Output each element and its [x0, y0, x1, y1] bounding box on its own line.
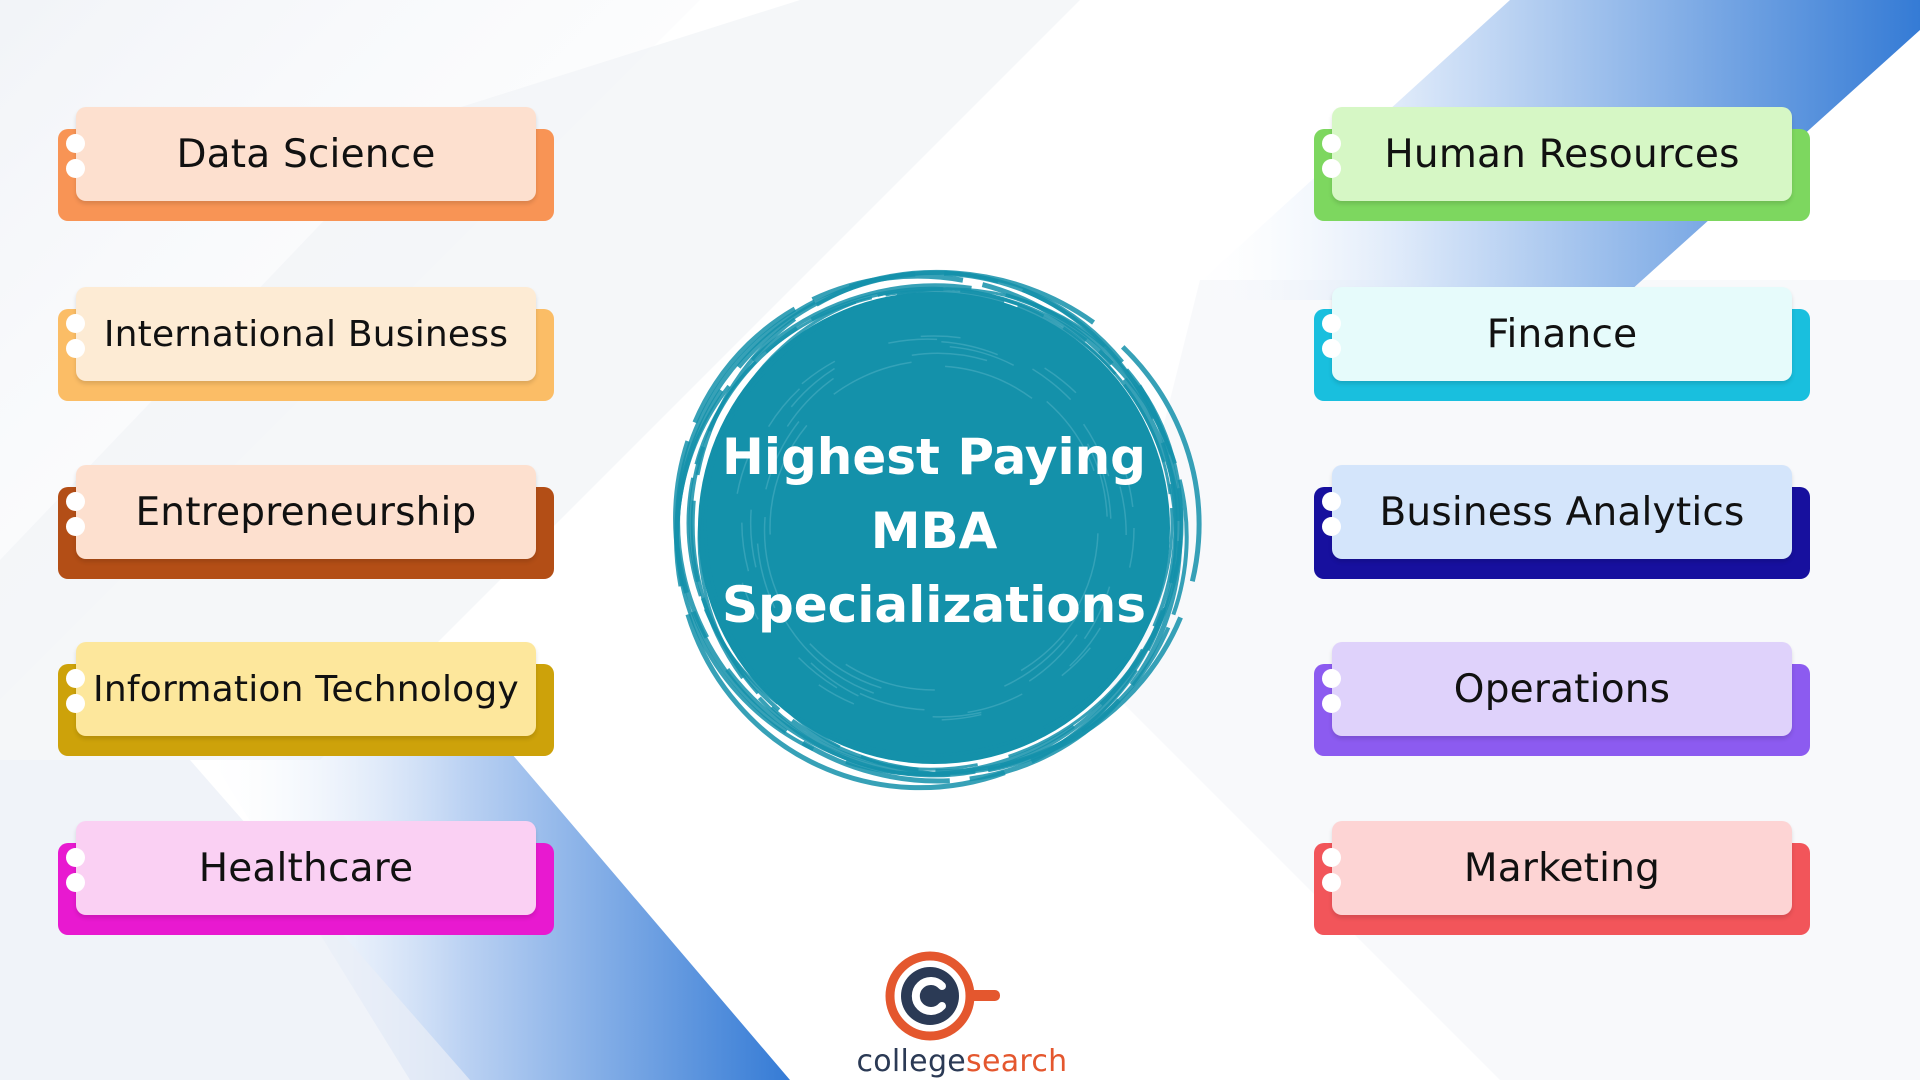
binder-hole-icon: [66, 159, 85, 178]
center-title: Highest Paying MBA Specializations: [660, 420, 1208, 642]
binder-hole-icon: [66, 848, 85, 867]
item-label: Marketing: [1463, 845, 1661, 891]
logo-wordmark: collegesearch: [832, 1044, 1092, 1079]
collegesearch-logo: collegesearch: [832, 948, 1092, 1080]
right-item-marketing: Marketing: [1314, 821, 1810, 935]
right-item-human-resources: Human Resources: [1314, 107, 1810, 221]
collegesearch-logo-icon: [885, 951, 1000, 1041]
binder-hole-icon: [66, 314, 85, 333]
item-label: Human Resources: [1384, 131, 1740, 177]
left-item-data-science: Data Science: [58, 107, 554, 221]
binder-hole-icon: [66, 669, 85, 688]
binder-hole-icon: [66, 517, 85, 536]
left-item-entrepreneurship: Entrepreneurship: [58, 465, 554, 579]
left-item-international-business: International Business: [58, 287, 554, 401]
item-label: Operations: [1453, 666, 1671, 712]
center-title-line-1: Highest Paying: [722, 428, 1146, 486]
binder-hole-icon: [66, 873, 85, 892]
binder-hole-icon: [66, 134, 85, 153]
binder-hole-icon: [1322, 339, 1341, 358]
right-item-finance: Finance: [1314, 287, 1810, 401]
binder-hole-icon: [1322, 314, 1341, 333]
item-label: International Business: [103, 313, 509, 355]
binder-hole-icon: [1322, 159, 1341, 178]
item-label: Data Science: [176, 131, 436, 177]
binder-hole-icon: [66, 339, 85, 358]
right-item-operations: Operations: [1314, 642, 1810, 756]
binder-hole-icon: [66, 694, 85, 713]
binder-hole-icon: [1322, 694, 1341, 713]
left-item-information-technology: Information Technology: [58, 642, 554, 756]
binder-hole-icon: [1322, 134, 1341, 153]
binder-hole-icon: [1322, 873, 1341, 892]
logo-word-college: college: [856, 1044, 967, 1079]
item-label: Healthcare: [198, 845, 414, 891]
binder-hole-icon: [1322, 848, 1341, 867]
center-title-line-3: Specializations: [721, 576, 1147, 634]
item-label: Information Technology: [93, 668, 519, 710]
center-title-line-2: MBA: [870, 502, 998, 560]
right-item-business-analytics: Business Analytics: [1314, 465, 1810, 579]
binder-hole-icon: [1322, 492, 1341, 511]
binder-hole-icon: [1322, 517, 1341, 536]
item-label: Finance: [1486, 311, 1638, 357]
binder-hole-icon: [66, 492, 85, 511]
logo-word-search: search: [966, 1044, 1068, 1079]
binder-hole-icon: [1322, 669, 1341, 688]
item-label: Entrepreneurship: [135, 489, 477, 535]
left-item-healthcare: Healthcare: [58, 821, 554, 935]
item-label: Business Analytics: [1379, 489, 1745, 535]
